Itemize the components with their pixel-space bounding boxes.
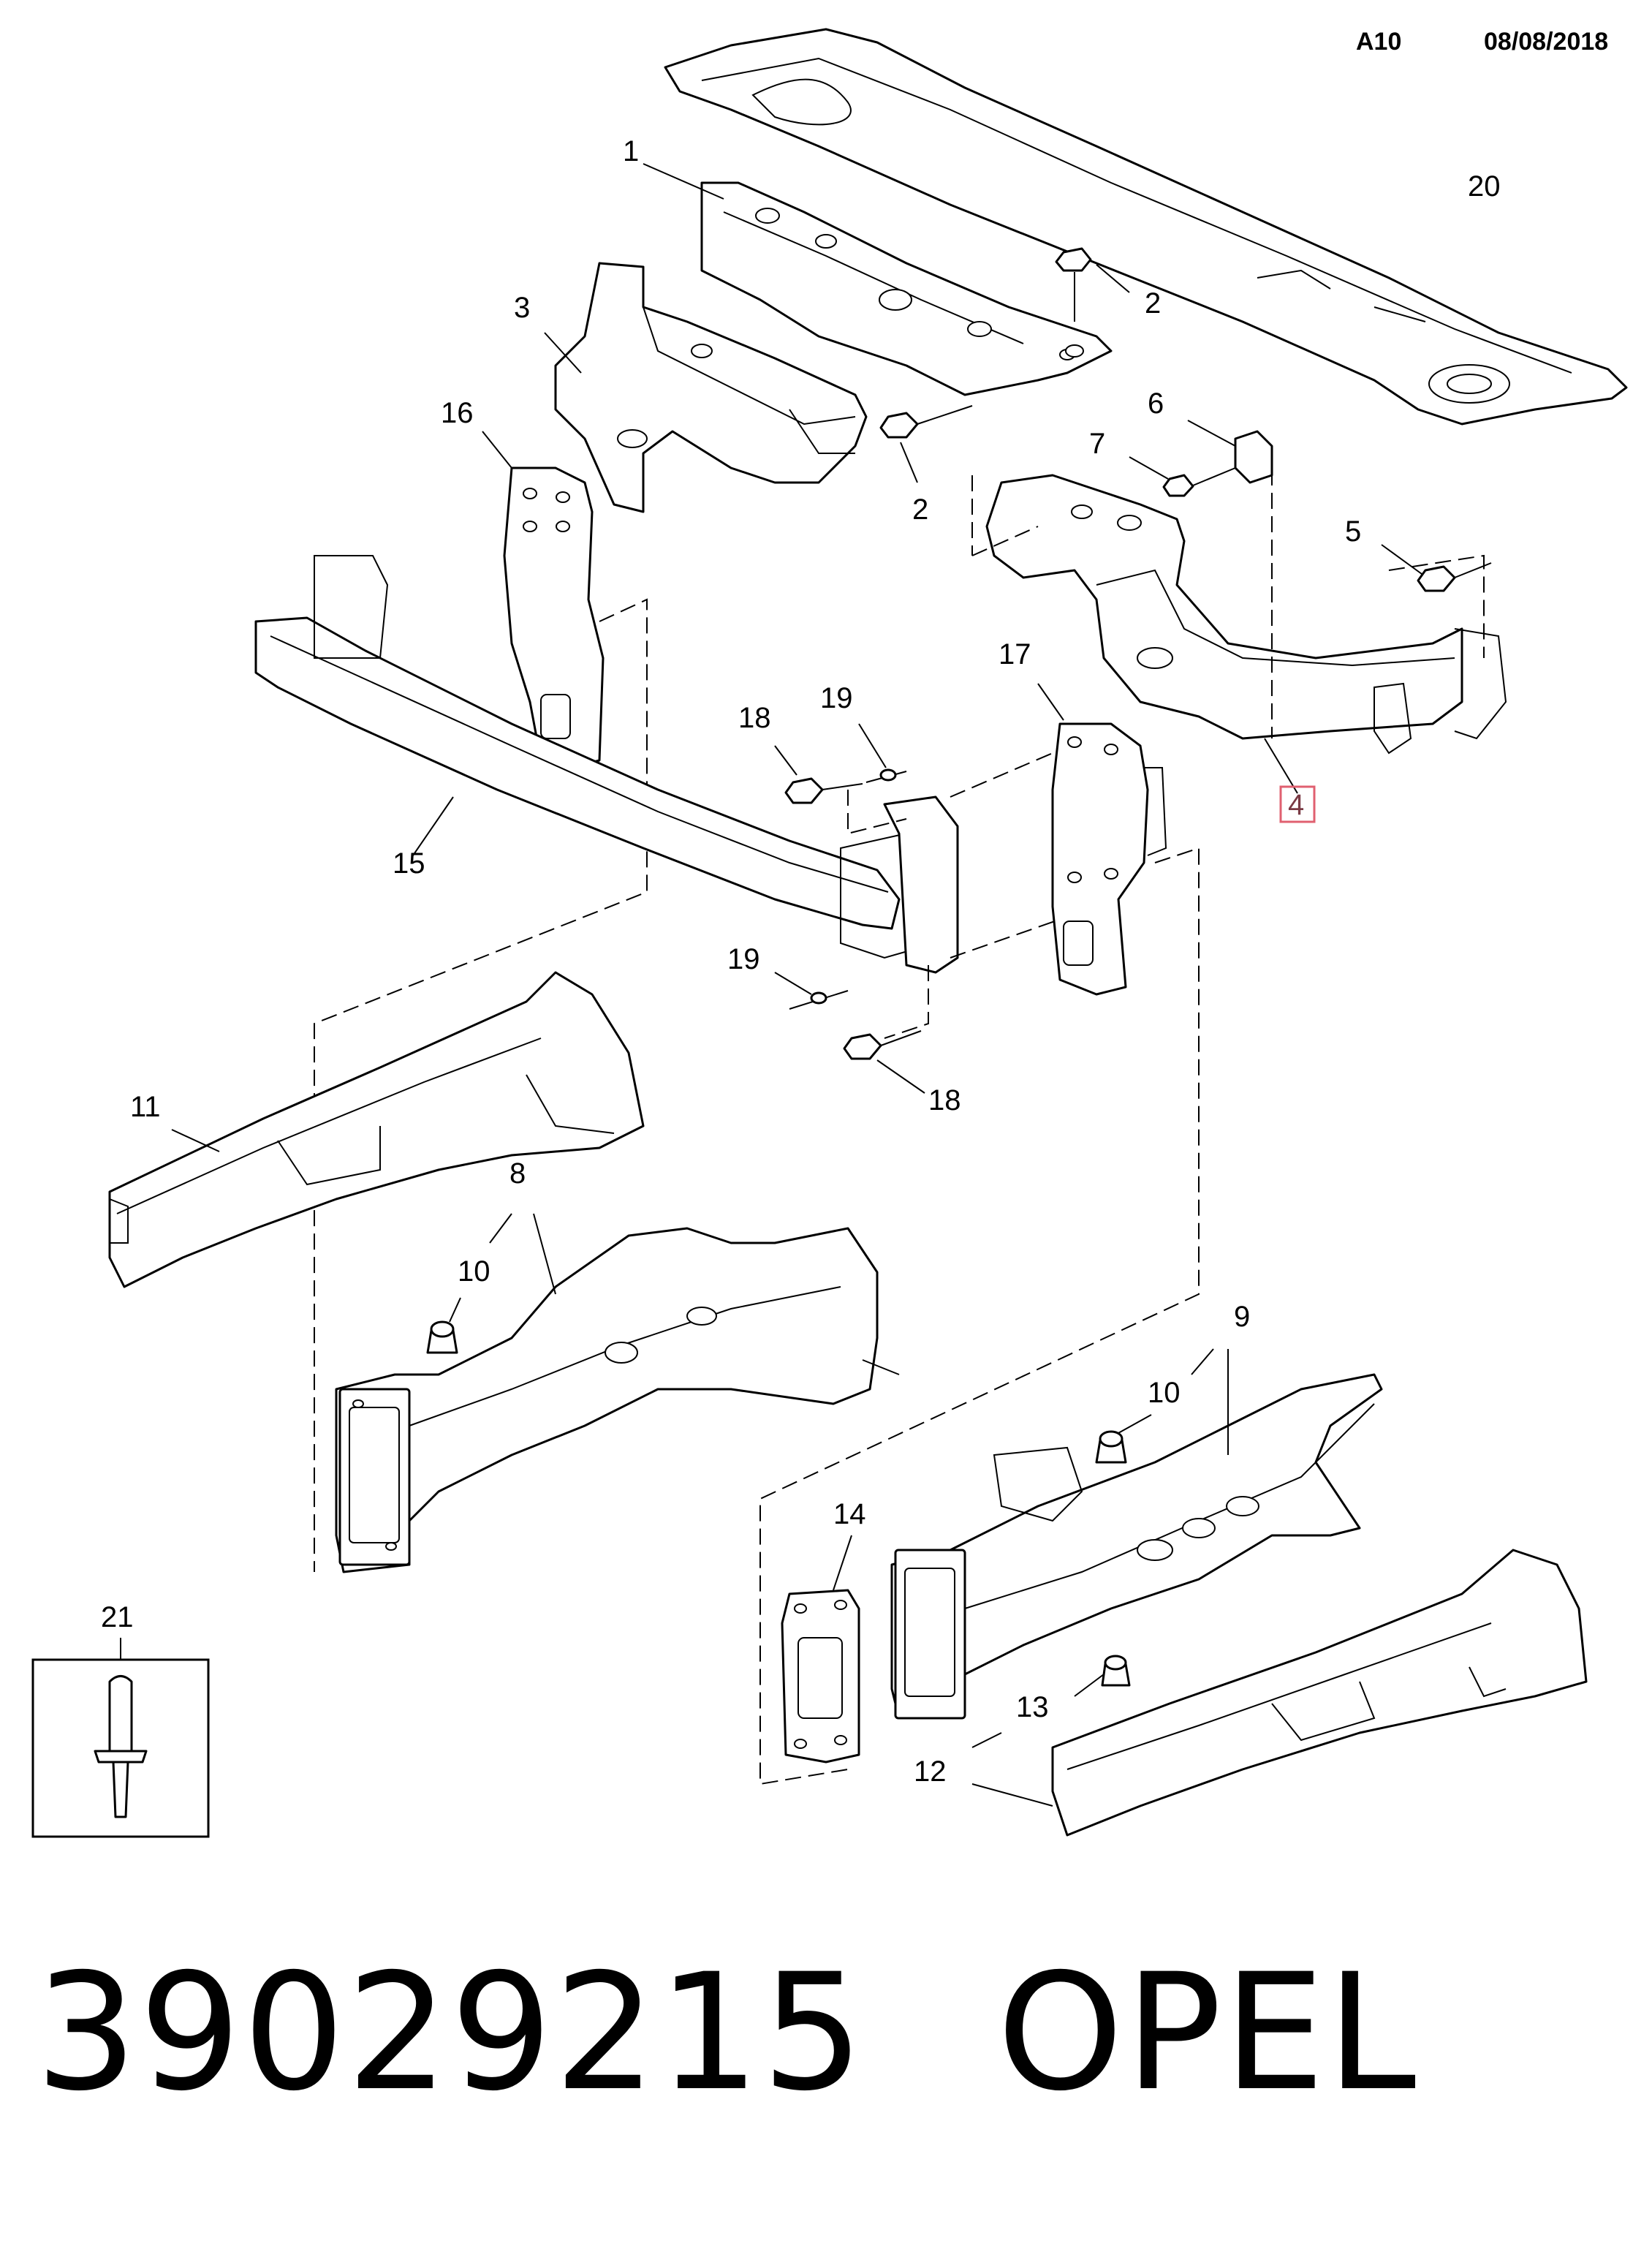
callout-7[interactable]: 7 (1089, 428, 1105, 460)
leader-3 (544, 332, 582, 374)
callout-13[interactable]: 13 (1016, 1691, 1049, 1723)
callout-9[interactable]: 9 (1234, 1301, 1250, 1333)
rivet-19-lower (789, 990, 849, 1010)
part-6-bracket (1234, 430, 1273, 484)
leader-2b (900, 442, 918, 483)
leader-15 (412, 796, 454, 856)
part-15-bumper-beam (254, 555, 959, 974)
callout-20[interactable]: 20 (1468, 170, 1501, 203)
part-3-left-headlamp-support (554, 262, 868, 513)
leader-4 (1264, 738, 1298, 794)
part-9-right-front-rail (890, 1373, 1383, 1720)
callout-16[interactable]: 16 (441, 397, 474, 429)
leader-8 (489, 1213, 556, 1295)
leader-9 (1191, 1348, 1229, 1455)
callout-19-lower[interactable]: 19 (727, 943, 760, 975)
bolt-18-upper (784, 777, 863, 804)
dash-upper-right (971, 446, 1485, 738)
nut-10-left (426, 1320, 458, 1354)
callout-2-lower[interactable]: 2 (912, 494, 928, 526)
bolt-5 (1417, 562, 1492, 592)
callout-6[interactable]: 6 (1148, 388, 1164, 420)
callout-14[interactable]: 14 (833, 1498, 866, 1530)
callout-4-box (1279, 785, 1316, 823)
leader-17 (1037, 683, 1064, 721)
callout-3[interactable]: 3 (514, 292, 530, 324)
part-12-right-rail-extension (1051, 1549, 1588, 1837)
callout-15[interactable]: 15 (393, 847, 425, 880)
part-16-left-crash-plate (503, 466, 605, 769)
leader-10b (1118, 1414, 1152, 1434)
callout-11[interactable]: 11 (130, 1091, 161, 1123)
part-17-right-crash-plate (1051, 722, 1167, 996)
bolt-2-upper (1055, 247, 1092, 358)
leader-2a (1096, 264, 1130, 293)
callout-12[interactable]: 12 (914, 1755, 947, 1788)
bolt-18-lower (843, 1030, 922, 1060)
leader-19a (858, 723, 887, 768)
callout-2-upper[interactable]: 2 (1145, 287, 1161, 320)
callout-19-upper[interactable]: 19 (820, 682, 853, 714)
callout-8[interactable]: 8 (509, 1157, 526, 1190)
leader-11 (171, 1129, 220, 1152)
part-1-lock-support (700, 181, 1113, 396)
callout-4[interactable]: 4 (1288, 789, 1304, 821)
dash-center (847, 752, 1097, 1039)
rivet-19-upper (865, 768, 907, 783)
dash-left (314, 598, 648, 1572)
leader-13 (1074, 1674, 1105, 1697)
bolt-2-lower (879, 405, 973, 439)
bolt-7 (1162, 467, 1236, 497)
callout-17[interactable]: 17 (999, 638, 1031, 670)
callout-4-highlight[interactable]: 4 (1279, 785, 1316, 823)
dash-right (759, 847, 1200, 1785)
part-20-upper-tie-bar (664, 28, 1628, 426)
callout-10-right[interactable]: 10 (1148, 1377, 1181, 1409)
part-4-right-frame-assembly (985, 474, 1507, 755)
callout-1[interactable]: 1 (623, 135, 639, 167)
callout-18-lower[interactable]: 18 (928, 1084, 961, 1116)
nut-13 (1101, 1655, 1131, 1687)
part-number: 39029215 (35, 1939, 865, 2126)
part-11-left-rail-extension (108, 971, 645, 1288)
nut-10-right (1095, 1430, 1127, 1464)
callout-18-upper[interactable]: 18 (738, 702, 771, 734)
leader-12 (971, 1732, 1053, 1807)
leader-19b (774, 972, 812, 995)
page-code: A10 (1356, 28, 1401, 56)
leader-10a (449, 1297, 461, 1323)
part-21-rivet-box (31, 1638, 210, 1838)
leader-14 (833, 1535, 852, 1591)
callout-21[interactable]: 21 (101, 1601, 134, 1633)
part-8-left-front-rail (335, 1227, 900, 1573)
leader-6 (1187, 420, 1236, 447)
leader-18a (774, 745, 797, 776)
leader-1 (643, 163, 724, 200)
leader-7 (1129, 456, 1169, 480)
leader-5 (1381, 544, 1422, 575)
leader-16 (482, 431, 512, 469)
callout-10-left[interactable]: 10 (458, 1255, 490, 1288)
callout-5[interactable]: 5 (1345, 515, 1361, 548)
leader-18b (876, 1059, 925, 1094)
diagram-date: 08/08/2018 (1484, 28, 1608, 56)
brand-name: OPEL (996, 1939, 1418, 2126)
part-14-lower-crash-plate (781, 1589, 860, 1764)
